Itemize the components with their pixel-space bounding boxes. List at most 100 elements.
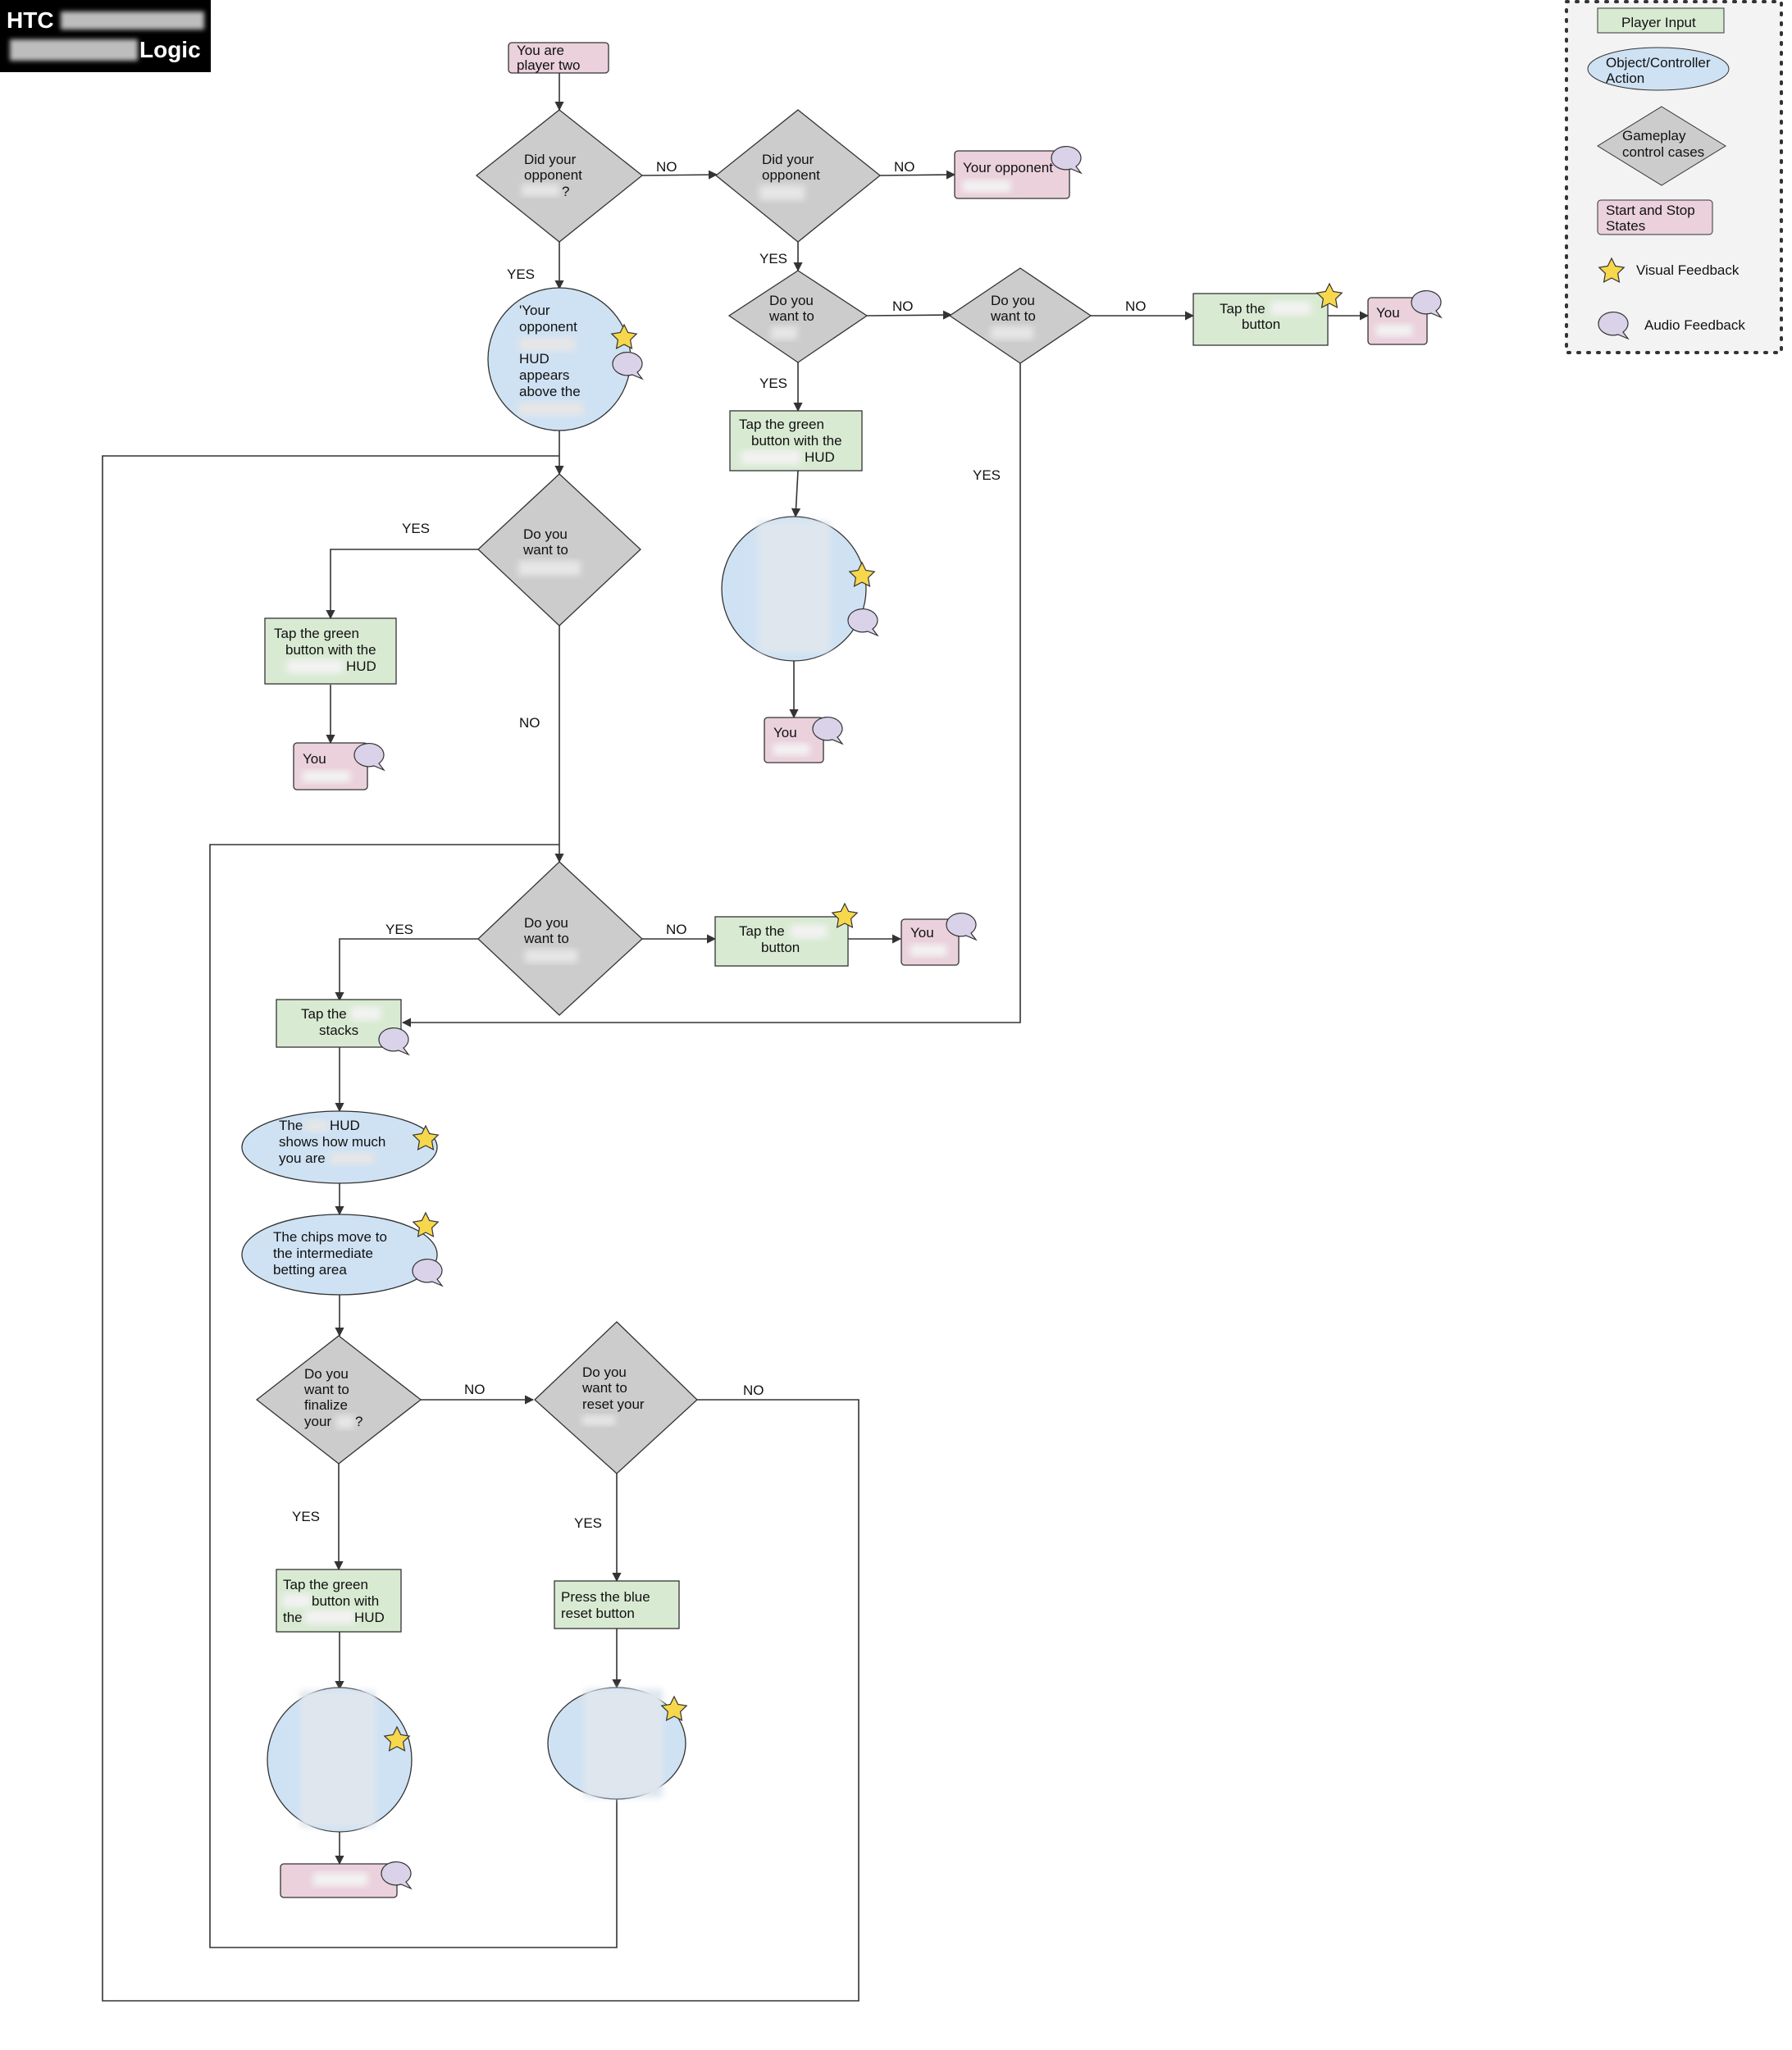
svg-text:Player Input: Player Input <box>1621 15 1696 30</box>
action-mid-circle <box>721 516 867 662</box>
label-no: NO <box>464 1382 486 1397</box>
label-yes: YES <box>759 251 787 266</box>
action-opponent-hud: 'Your opponent HUD appears above the <box>487 287 632 431</box>
redacted-text <box>300 1691 376 1827</box>
stop-state-mid: You <box>764 717 824 763</box>
legend: Player Input Object/Controller Action Ga… <box>1565 0 1783 354</box>
svg-text:button with the: button with the <box>751 433 842 449</box>
label-no: NO <box>894 159 915 175</box>
legend-gameplay: Gameplay control cases <box>1597 106 1726 186</box>
svg-text:HUD: HUD <box>805 449 835 465</box>
svg-text:stacks: stacks <box>319 1023 358 1038</box>
redacted-text <box>518 561 581 576</box>
svg-text:Did your: Did your <box>524 152 577 167</box>
svg-text:Do you: Do you <box>523 526 568 542</box>
redacted-text <box>525 950 577 963</box>
svg-text:button: button <box>761 940 800 955</box>
redacted-text <box>773 744 809 755</box>
decision-reset: Do you want to reset your <box>534 1321 698 1474</box>
redacted-text <box>10 39 138 61</box>
svg-text:control cases: control cases <box>1622 144 1704 160</box>
svg-text:above the: above the <box>519 384 581 399</box>
svg-text:You: You <box>773 725 797 740</box>
svg-text:want to: want to <box>990 308 1036 324</box>
title-text-part1: HTC <box>7 7 54 33</box>
redacted-text <box>305 1610 354 1624</box>
svg-text:Do you: Do you <box>582 1364 627 1380</box>
svg-text:reset button: reset button <box>561 1606 635 1621</box>
svg-text:Tap the: Tap the <box>739 923 785 939</box>
redacted-text <box>519 403 583 416</box>
svg-text:the: the <box>283 1610 303 1625</box>
svg-text:betting area: betting area <box>273 1262 347 1278</box>
svg-text:Visual Feedback: Visual Feedback <box>1636 262 1740 278</box>
redacted-text <box>791 925 827 938</box>
redacted-text <box>963 180 1010 192</box>
svg-text:Start and Stop: Start and Stop <box>1606 203 1695 218</box>
label-yes: YES <box>973 467 1001 483</box>
svg-text:want to: want to <box>523 931 569 946</box>
svg-text:Do you: Do you <box>769 293 814 308</box>
svg-text:the intermediate: the intermediate <box>273 1246 373 1261</box>
redacted-text <box>61 11 204 30</box>
svg-text:Press the blue: Press the blue <box>561 1589 650 1605</box>
svg-text:button with the: button with the <box>285 642 376 658</box>
label-no: NO <box>666 922 687 937</box>
edge-reset-loop <box>209 844 618 1948</box>
player-input-green-left: Tap the green button with the HUD <box>264 617 397 685</box>
redacted-text <box>584 1689 663 1797</box>
svg-text:Did your: Did your <box>762 152 814 167</box>
redacted-text <box>758 522 830 653</box>
start-state-node: You are player two <box>508 42 609 74</box>
svg-text:HUD: HUD <box>330 1118 360 1133</box>
svg-text:reset your: reset your <box>582 1396 645 1412</box>
redacted-text <box>351 1007 381 1020</box>
player-input-green-mid: Tap the green button with the HUD <box>729 410 863 472</box>
label-no: NO <box>1125 298 1147 314</box>
edge-dleft-to-greenleft <box>326 549 478 620</box>
svg-text:HUD: HUD <box>354 1610 385 1625</box>
edge-draise-to-stacks <box>335 938 478 1002</box>
legend-audio: Audio Feedback <box>1598 311 1745 339</box>
redacted-text <box>522 184 559 196</box>
edge-dwantb-yes-to-stacks <box>401 363 1021 1027</box>
edge-outer-loop <box>102 455 860 2002</box>
svg-text:want to: want to <box>581 1380 627 1396</box>
edge-labels: NO NO YES YES NO NO YES YES YES NO YES N… <box>292 159 1147 1531</box>
svg-text:want to: want to <box>303 1382 349 1397</box>
decision-want-a: Do you want to <box>727 270 869 363</box>
decision-opponent-1: Did your opponent ? <box>475 109 644 243</box>
svg-text:shows how much: shows how much <box>279 1134 385 1150</box>
svg-text:Do you: Do you <box>524 915 568 931</box>
audio-icon <box>378 1027 409 1055</box>
svg-text:player two: player two <box>517 57 580 73</box>
label-yes: YES <box>574 1515 602 1531</box>
connectors <box>102 73 1370 2002</box>
action-chips-move: The chips move to the intermediate betti… <box>241 1214 438 1296</box>
title-text-part2: Logic <box>139 37 201 62</box>
svg-text:You are: You are <box>517 43 564 58</box>
label-no: NO <box>656 159 677 175</box>
svg-text:opponent: opponent <box>524 167 582 183</box>
svg-text:The chips move to: The chips move to <box>273 1229 387 1245</box>
redacted-text <box>582 1415 615 1425</box>
action-final-circle <box>267 1687 413 1833</box>
action-hud-shows: The HUD shows how much you are <box>241 1110 438 1184</box>
legend-object-action: Object/Controller Action <box>1587 47 1730 91</box>
svg-text:Tap the: Tap the <box>301 1006 347 1022</box>
redacted-text <box>991 326 1033 339</box>
svg-text:Tap the green: Tap the green <box>283 1577 368 1592</box>
stop-state-right: You <box>1367 297 1428 345</box>
svg-text:want to: want to <box>522 542 568 558</box>
label-yes: YES <box>507 266 535 282</box>
label-yes: YES <box>402 521 430 536</box>
svg-text:HUD: HUD <box>519 351 549 367</box>
svg-text:want to: want to <box>768 308 814 324</box>
label-yes: YES <box>385 922 413 937</box>
svg-text:'Your: 'Your <box>519 303 550 318</box>
label-yes: YES <box>759 376 787 391</box>
svg-text:finalize: finalize <box>304 1397 348 1413</box>
diagram-title: HTC Logic <box>0 0 211 72</box>
decision-want-left: Do you want to <box>477 473 641 626</box>
